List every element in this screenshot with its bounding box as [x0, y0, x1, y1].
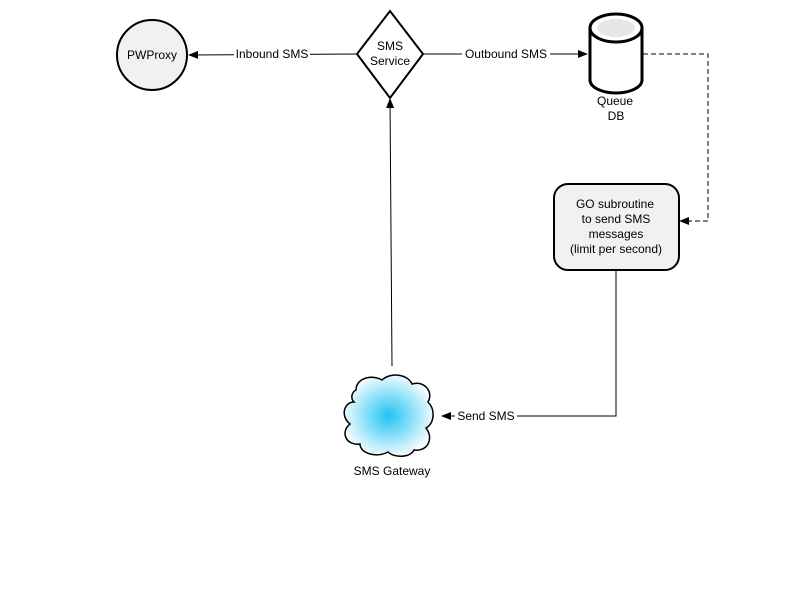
sms-service-label-line-1: SMS [377, 39, 403, 53]
sms-gateway-cloud [343, 374, 434, 457]
queue-db-cylinder-body [588, 28, 644, 95]
node-pwproxy[interactable]: PWProxy [116, 19, 188, 91]
node-sms-gateway[interactable]: SMS Gateway [343, 374, 434, 478]
node-go-subroutine[interactable]: GO subroutine to send SMS messages (limi… [553, 183, 680, 271]
inbound-sms-label-bg [234, 46, 310, 62]
queue-db-label-line-2: DB [608, 109, 625, 123]
queue-db-label-line-1: Queue [597, 94, 633, 108]
pwproxy-label: PWProxy [127, 48, 177, 62]
sms-service-label-line-2: Service [370, 54, 410, 68]
send-sms-label-bg [455, 408, 517, 424]
inbound-sms-label: Inbound SMS [236, 47, 309, 61]
node-queue-db[interactable]: Queue DB [588, 12, 644, 123]
edge-queue-to-subroutine [643, 53, 709, 225]
sms-gateway-label: SMS Gateway [354, 464, 431, 478]
go-subroutine-label-line-1: GO subroutine [576, 197, 654, 211]
send-sms-connector [441, 270, 617, 420]
edge-outbound-sms: Outbound SMS [423, 46, 588, 62]
gateway-to-service-connector [386, 98, 395, 367]
go-subroutine-label-line-4: (limit per second) [570, 242, 662, 256]
queue-db-cylinder-top-inner [597, 19, 635, 37]
edge-inbound-sms: Inbound SMS [188, 46, 359, 62]
go-subroutine-label-line-3: messages [589, 227, 644, 241]
edge-send-sms: Send SMS [441, 270, 617, 424]
pwproxy-circle [116, 19, 188, 91]
sms-service-diamond [355, 9, 425, 100]
outbound-sms-label: Outbound SMS [465, 47, 547, 61]
send-sms-label: Send SMS [457, 409, 514, 423]
go-subroutine-box [553, 183, 680, 271]
edge-gateway-to-service [386, 98, 395, 367]
outbound-sms-label-bg [462, 46, 550, 62]
node-sms-service[interactable]: SMS Service [355, 9, 425, 100]
queue-to-subroutine-connector [643, 53, 709, 225]
go-subroutine-label-line-2: to send SMS [582, 212, 651, 226]
